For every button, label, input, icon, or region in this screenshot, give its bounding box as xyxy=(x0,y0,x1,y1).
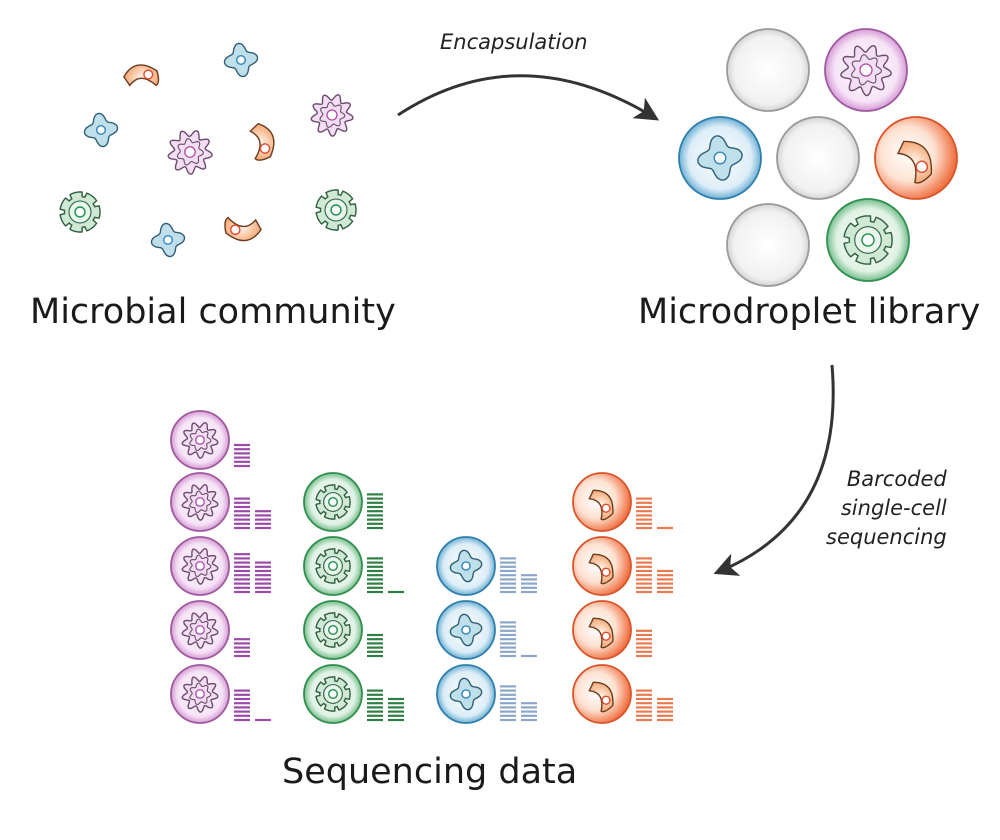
green-seq-bars-r3 xyxy=(367,557,404,594)
purple-seq-droplet-r1 xyxy=(170,410,230,470)
green-seq-bars-r5 xyxy=(367,689,404,722)
green-seq-bars-r4 xyxy=(367,633,383,658)
empty-droplet-6 xyxy=(726,203,810,287)
encapsulation-arrow xyxy=(397,74,660,121)
blue-seq-bars-r5 xyxy=(500,685,537,722)
green-seq-droplet-r4 xyxy=(303,600,363,660)
purple-droplet-2 xyxy=(824,28,908,112)
microbial-community-group xyxy=(59,42,357,258)
sequencing-data-group xyxy=(170,410,673,724)
sequencing-arrow xyxy=(713,364,835,576)
purple-seq-bars-r4 xyxy=(234,638,250,658)
purple-seq-bars-r2 xyxy=(234,497,271,530)
orange-seq-bars-r2 xyxy=(636,497,673,530)
blue-microbe-8 xyxy=(150,222,186,258)
purple-seq-droplet-r5 xyxy=(170,664,230,724)
green-seq-droplet-r3 xyxy=(303,536,363,596)
blue-microbe-4 xyxy=(83,112,119,148)
microbial-community-label: Microbial community xyxy=(30,292,396,332)
purple-seq-bars-r1 xyxy=(234,443,250,468)
orange-seq-bars-r3 xyxy=(636,557,673,594)
green-microbe-10 xyxy=(315,189,357,231)
orange-microbe-1 xyxy=(123,64,160,87)
barcoded-line-3: sequencing xyxy=(826,525,947,549)
green-seq-droplet-r5 xyxy=(303,664,363,724)
barcoded-sequencing-label: Barcoded single-cell sequencing xyxy=(826,465,947,552)
purple-seq-droplet-r4 xyxy=(170,600,230,660)
green-seq-droplet-r2 xyxy=(303,472,363,532)
purple-seq-bars-r3 xyxy=(234,553,271,594)
orange-seq-bars-r4 xyxy=(636,629,652,658)
sequencing-data-label: Sequencing data xyxy=(282,752,578,792)
green-droplet-7 xyxy=(826,198,910,282)
green-seq-bars-r2 xyxy=(367,493,383,530)
blue-seq-bars-r4 xyxy=(500,621,537,658)
microdroplet-library-label: Microdroplet library xyxy=(638,292,981,332)
orange-microbe-9 xyxy=(224,216,262,242)
empty-droplet-4 xyxy=(776,116,860,200)
purple-microbe-3 xyxy=(310,94,354,137)
orange-seq-droplet-r3 xyxy=(572,536,632,596)
blue-seq-bars-r3 xyxy=(500,557,537,594)
purple-microbe-5 xyxy=(167,130,213,175)
orange-seq-bars-r5 xyxy=(636,689,673,722)
orange-microbe-6 xyxy=(249,122,275,161)
blue-seq-droplet-r3 xyxy=(436,536,496,596)
blue-droplet-3 xyxy=(678,116,762,200)
orange-seq-droplet-r4 xyxy=(572,600,632,660)
encapsulation-label: Encapsulation xyxy=(440,30,588,54)
green-microbe-7 xyxy=(59,191,101,233)
orange-seq-droplet-r2 xyxy=(572,472,632,532)
empty-droplet-1 xyxy=(726,28,810,112)
barcoded-line-2: single-cell xyxy=(840,496,947,520)
purple-seq-droplet-r3 xyxy=(170,536,230,596)
orange-droplet-5 xyxy=(874,116,958,200)
purple-seq-bars-r5 xyxy=(234,689,271,722)
purple-seq-droplet-r2 xyxy=(170,472,230,532)
blue-seq-droplet-r5 xyxy=(436,664,496,724)
blue-seq-droplet-r4 xyxy=(436,600,496,660)
blue-microbe-2 xyxy=(223,42,259,78)
microdroplet-library-group xyxy=(678,28,958,287)
barcoded-line-1: Barcoded xyxy=(846,467,947,491)
orange-seq-droplet-r5 xyxy=(572,664,632,724)
